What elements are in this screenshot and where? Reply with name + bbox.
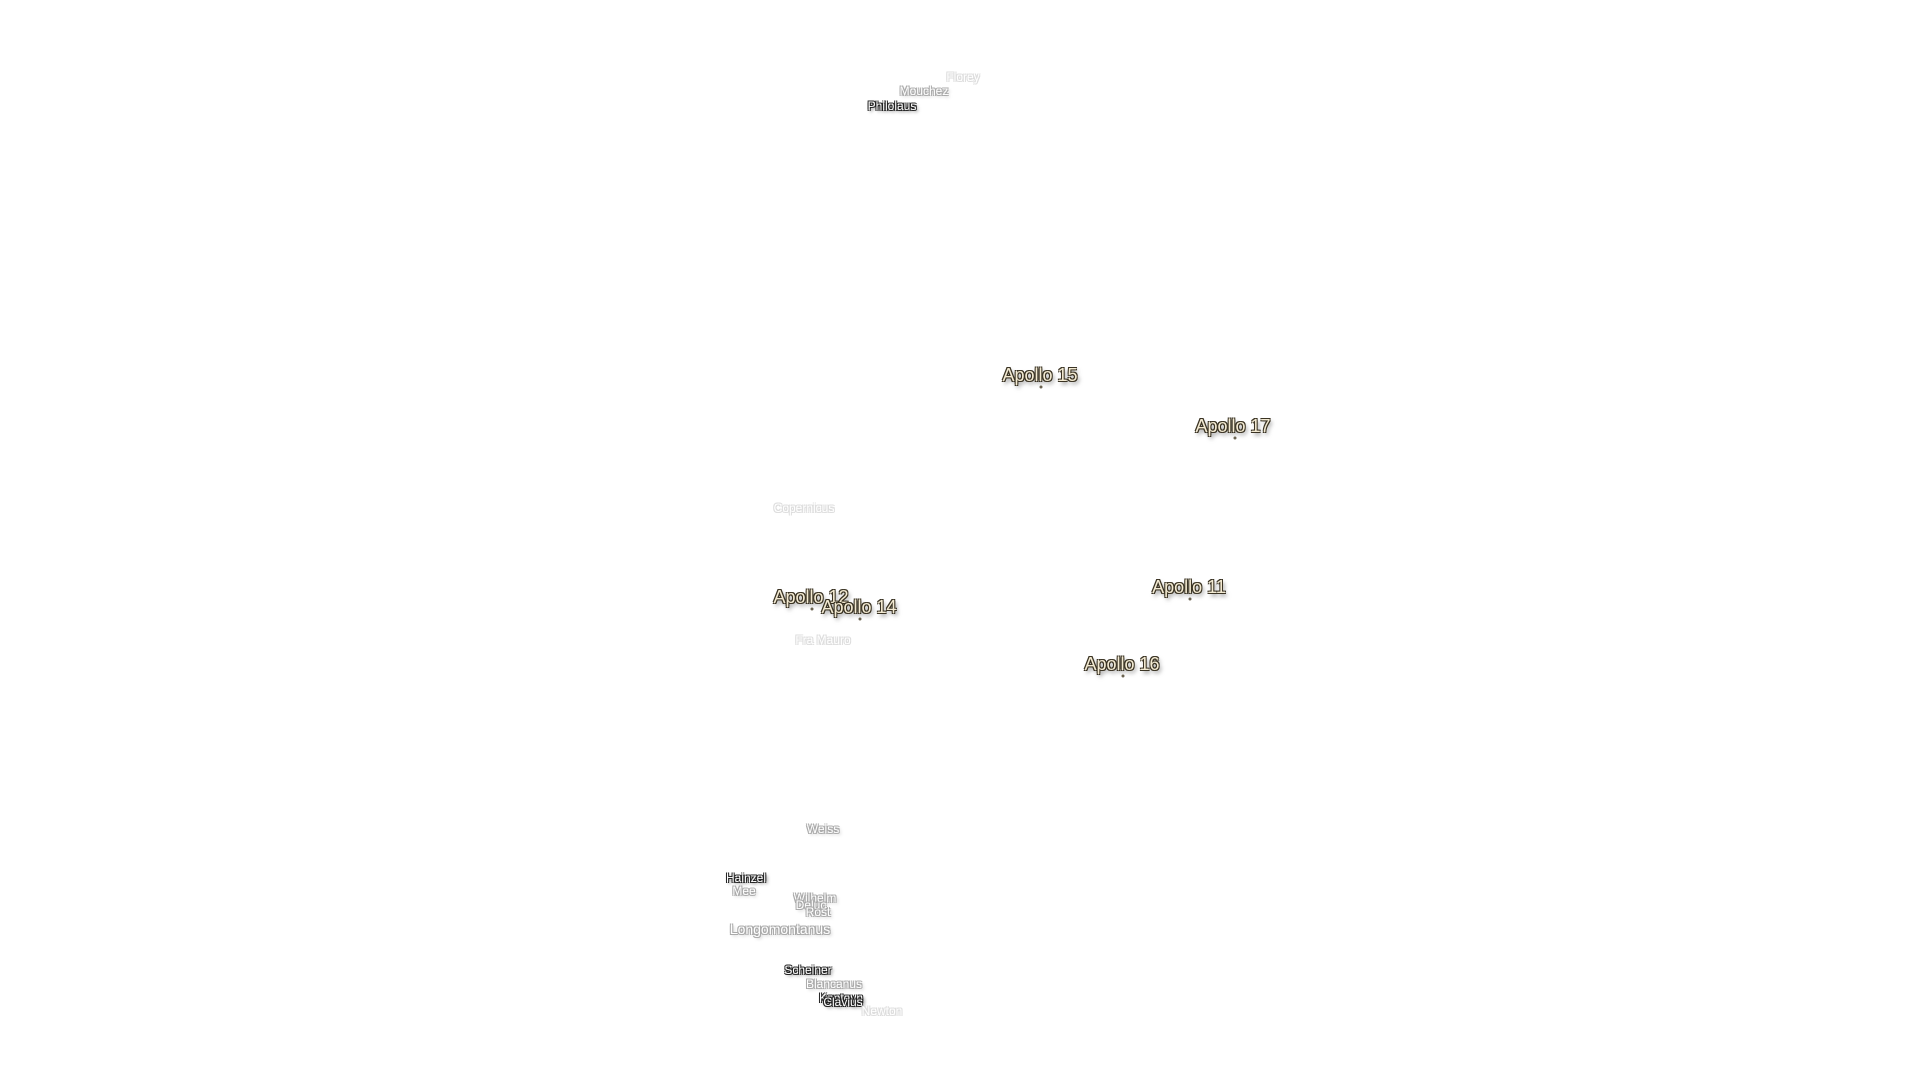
crater-label-philolaus[interactable]: Philolaus bbox=[867, 99, 917, 113]
apollo-14-site-marker[interactable] bbox=[858, 617, 862, 621]
crater-label-mouchez[interactable]: Mouchez bbox=[899, 84, 949, 98]
crater-label-kapteyn[interactable]: Kapteyn bbox=[818, 991, 864, 1005]
apollo-17-site-marker[interactable] bbox=[1233, 436, 1237, 440]
crater-label-longomontanus[interactable]: Longomontanus bbox=[729, 921, 831, 937]
crater-label-rost[interactable]: Rost bbox=[805, 905, 831, 919]
apollo-16-site-marker[interactable] bbox=[1121, 674, 1125, 678]
crater-label-fra-mauro[interactable]: Fra Mauro bbox=[795, 633, 851, 647]
apollo-15-label[interactable]: Apollo 15 bbox=[1002, 365, 1078, 385]
apollo-11-site-marker[interactable] bbox=[1188, 597, 1192, 601]
apollo-11-label[interactable]: Apollo 11 bbox=[1152, 577, 1226, 597]
crater-label-scheiner[interactable]: Scheiner bbox=[784, 963, 832, 977]
crater-label-mee[interactable]: Mee bbox=[732, 884, 756, 898]
crater-label-florey[interactable]: Florey bbox=[946, 70, 980, 84]
apollo-16-label[interactable]: Apollo 16 bbox=[1084, 654, 1160, 674]
crater-label-wilhelm[interactable]: Wilhelm bbox=[793, 891, 837, 905]
crater-label-clavius[interactable]: Clavius bbox=[823, 995, 863, 1009]
apollo-15-site-marker[interactable] bbox=[1039, 385, 1043, 389]
crater-label-weiss[interactable]: Weiss bbox=[806, 822, 840, 836]
crater-label-newton[interactable]: Newton bbox=[861, 1004, 903, 1018]
apollo-14-label[interactable]: Apollo 14 bbox=[821, 597, 897, 617]
apollo-12-site-marker[interactable] bbox=[810, 607, 814, 611]
crater-label-hainzel[interactable]: Hainzel bbox=[725, 871, 767, 885]
crater-label-copernicus[interactable]: Copernicus bbox=[773, 501, 835, 515]
crater-label-deluc[interactable]: Deluc bbox=[795, 898, 827, 912]
crater-label-blancanus[interactable]: Blancanus bbox=[805, 977, 863, 991]
apollo-12-label[interactable]: Apollo 12 bbox=[773, 587, 849, 607]
apollo-17-label[interactable]: Apollo 17 bbox=[1195, 416, 1271, 436]
